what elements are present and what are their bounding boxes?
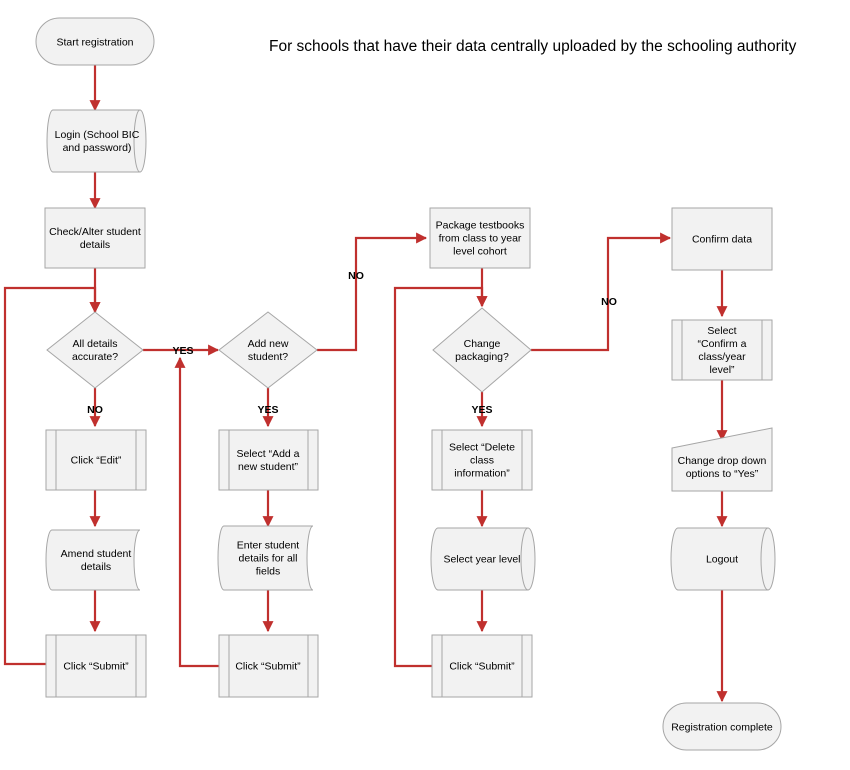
node-label-line: Click “Submit”	[449, 661, 515, 673]
label-yes-add: YES	[172, 345, 193, 357]
node-start-registration: Start registration	[35, 17, 155, 66]
node-label-line: details	[80, 239, 110, 251]
node-label-line: student?	[248, 351, 288, 363]
svg-text:Logout: Logout	[706, 554, 738, 566]
node-label-line: new student”	[238, 461, 299, 473]
node-label-line: All details	[73, 338, 118, 350]
node-label-line: Check/Alter student	[49, 226, 141, 238]
diagram-title: For schools that have their data central…	[269, 38, 797, 55]
node-label-line: information”	[454, 468, 510, 480]
node-label-line: Select “Delete	[449, 442, 515, 454]
node-label-line: Select year level	[443, 554, 520, 566]
node-confirm-data: Confirm data	[671, 207, 773, 271]
node-label-line: Change drop down	[678, 455, 767, 467]
node-logout: Logout	[670, 527, 776, 591]
label-yes-select-add: YES	[257, 404, 278, 416]
node-label-line: Login (School BIC	[55, 129, 140, 141]
node-label-line: Select	[707, 325, 736, 337]
svg-text:Select year level: Select year level	[443, 554, 520, 566]
node-label-line: level”	[709, 364, 735, 376]
node-select-year-level: Select year level	[430, 527, 536, 591]
svg-text:Click “Submit”: Click “Submit”	[449, 661, 515, 673]
node-label-line: Package testbooks	[436, 220, 525, 232]
edge-submit1-loop	[3, 286, 101, 666]
edge-addnew-package	[317, 232, 428, 352]
node-label-line: class	[470, 455, 494, 467]
node-label-line: Click “Submit”	[63, 661, 129, 673]
node-label-line: Start registration	[56, 37, 133, 49]
label-yes-delete: YES	[471, 404, 492, 416]
edge-change-confirm	[531, 232, 672, 352]
node-label-line: class/year	[698, 351, 746, 363]
node-label-line: Confirm data	[692, 234, 752, 246]
node-submit-3: Click “Submit”	[431, 634, 533, 698]
connectors	[3, 65, 728, 703]
svg-text:Confirm data: Confirm data	[692, 234, 752, 246]
node-submit-2: Click “Submit”	[218, 634, 319, 698]
node-label-line: Logout	[706, 554, 738, 566]
edge-submit3-loop	[393, 286, 488, 668]
svg-text:Start registration: Start registration	[56, 37, 133, 49]
node-label-line: Registration complete	[671, 722, 773, 734]
node-label-line: Click “Submit”	[235, 661, 301, 673]
node-label-line: and password)	[63, 142, 132, 154]
svg-text:Registration complete: Registration complete	[671, 722, 773, 734]
label-no-confirm: NO	[601, 296, 617, 308]
node-label-line: packaging?	[455, 351, 509, 363]
edge-submit2-loop	[174, 356, 219, 668]
svg-text:Click “Submit”: Click “Submit”	[235, 661, 301, 673]
node-submit-1: Click “Submit”	[45, 634, 147, 698]
label-no-edit: NO	[87, 404, 103, 416]
node-label-line: Change	[464, 338, 501, 350]
svg-text:Click “Submit”: Click “Submit”	[63, 661, 129, 673]
node-label-line: details	[81, 561, 111, 573]
edge-labels: NO YES YES NO YES NO	[87, 270, 617, 416]
svg-text:Click “Edit”: Click “Edit”	[71, 455, 122, 467]
node-label-line: Select “Add a	[236, 448, 299, 460]
node-label-line: options to “Yes”	[686, 468, 759, 480]
node-click-edit: Click “Edit”	[45, 429, 147, 491]
node-label-line: from class to year	[439, 233, 522, 245]
node-label-line: fields	[256, 566, 281, 578]
node-label-line: Amend student	[61, 548, 132, 560]
node-label-line: level cohort	[453, 246, 507, 258]
node-label-line: Enter student	[237, 540, 300, 552]
node-label-line: “Confirm a	[697, 338, 746, 350]
node-label-line: accurate?	[72, 351, 118, 363]
label-no-package: NO	[348, 270, 364, 282]
node-label-line: Add new	[248, 338, 289, 350]
node-registration-complete: Registration complete	[662, 702, 782, 751]
node-label-line: details for all	[239, 553, 298, 565]
node-label-line: Click “Edit”	[71, 455, 122, 467]
